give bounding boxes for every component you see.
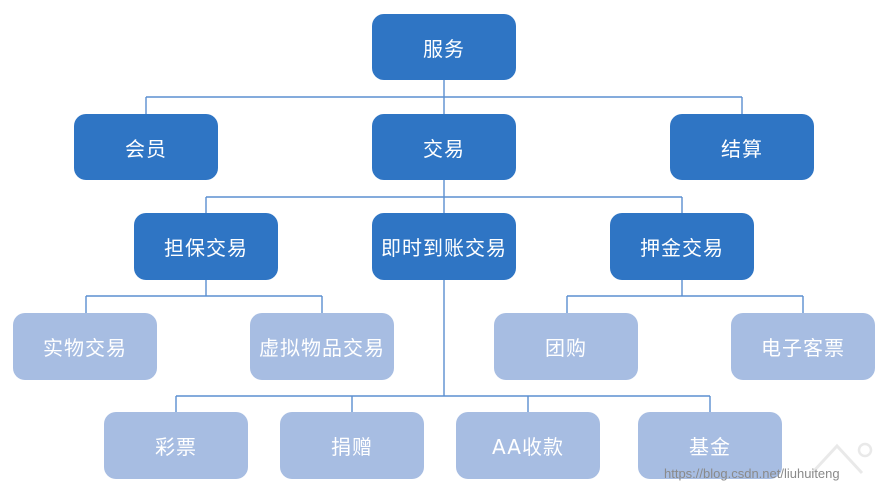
node-eticket-label: 电子客票 [761, 336, 845, 360]
node-trade: 交易 [372, 114, 516, 180]
watermark-logo-icon [810, 442, 873, 475]
node-donation: 捐赠 [280, 412, 424, 479]
node-physical: 实物交易 [13, 313, 157, 380]
node-lottery-label: 彩票 [155, 435, 197, 459]
node-group: 团购 [494, 313, 638, 380]
node-group-label: 团购 [545, 336, 587, 360]
node-deposit: 押金交易 [610, 213, 754, 280]
node-fund-label: 基金 [689, 435, 731, 459]
node-donation-label: 捐赠 [331, 435, 373, 459]
node-instant: 即时到账交易 [372, 213, 516, 280]
node-aa: AA收款 [456, 412, 600, 479]
node-settle-label: 结算 [721, 136, 763, 161]
node-guarantee-label: 担保交易 [164, 236, 248, 260]
node-physical-label: 实物交易 [43, 336, 127, 360]
node-member: 会员 [74, 114, 218, 180]
node-settle: 结算 [670, 114, 814, 180]
source-watermark: https://blog.csdn.net/liuhuiteng [664, 466, 840, 481]
node-virtual: 虚拟物品交易 [250, 313, 394, 380]
node-deposit-label: 押金交易 [640, 236, 724, 260]
node-aa-label: AA收款 [492, 435, 564, 459]
node-guarantee: 担保交易 [134, 213, 278, 280]
node-instant-label: 即时到账交易 [381, 236, 507, 260]
node-member-label: 会员 [125, 136, 167, 161]
node-root-label: 服务 [423, 36, 465, 61]
node-fund: 基金 [638, 412, 782, 479]
node-trade-label: 交易 [423, 136, 465, 161]
node-lottery: 彩票 [104, 412, 248, 479]
node-root: 服务 [372, 14, 516, 80]
node-eticket: 电子客票 [731, 313, 875, 380]
node-virtual-label: 虚拟物品交易 [259, 336, 385, 360]
